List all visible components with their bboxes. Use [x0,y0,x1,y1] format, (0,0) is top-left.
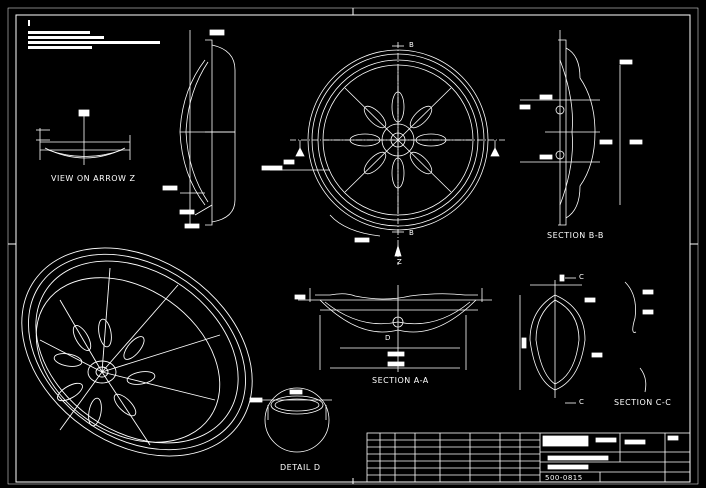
section-cc-label: SECTION C-C [614,398,672,407]
section-mark-a-right: A [492,150,498,158]
detail-d-drawing [249,387,332,453]
section-cc-drawing [519,274,654,404]
detail-d-label: DETAIL D [280,463,321,472]
detail-mark-d: D [385,334,391,342]
side-view-drawing [162,29,236,229]
section-aa-drawing [294,285,492,372]
section-aa-label: SECTION A-A [372,376,429,385]
section-bb-label: SECTION B-B [547,231,604,240]
general-notes [28,20,160,49]
front-view-wheel [261,42,505,265]
view-arrow-z-label: VIEW ON ARROW Z [51,174,136,183]
section-mark-a-left: A [297,150,303,158]
view-mark-z: Z [397,258,403,266]
section-mark-b-bottom: B [409,229,415,237]
isometric-wheel [21,247,253,457]
section-mark-b-top: B [409,41,415,49]
drawing-number: 500-0815 [545,474,583,482]
view-arrow-z-drawing [36,109,131,165]
section-bb-drawing [519,30,643,226]
title-block [366,432,691,483]
section-mark-c-bottom: C [579,398,585,406]
sheet-border [7,7,699,485]
section-mark-c-top: C [579,273,585,281]
